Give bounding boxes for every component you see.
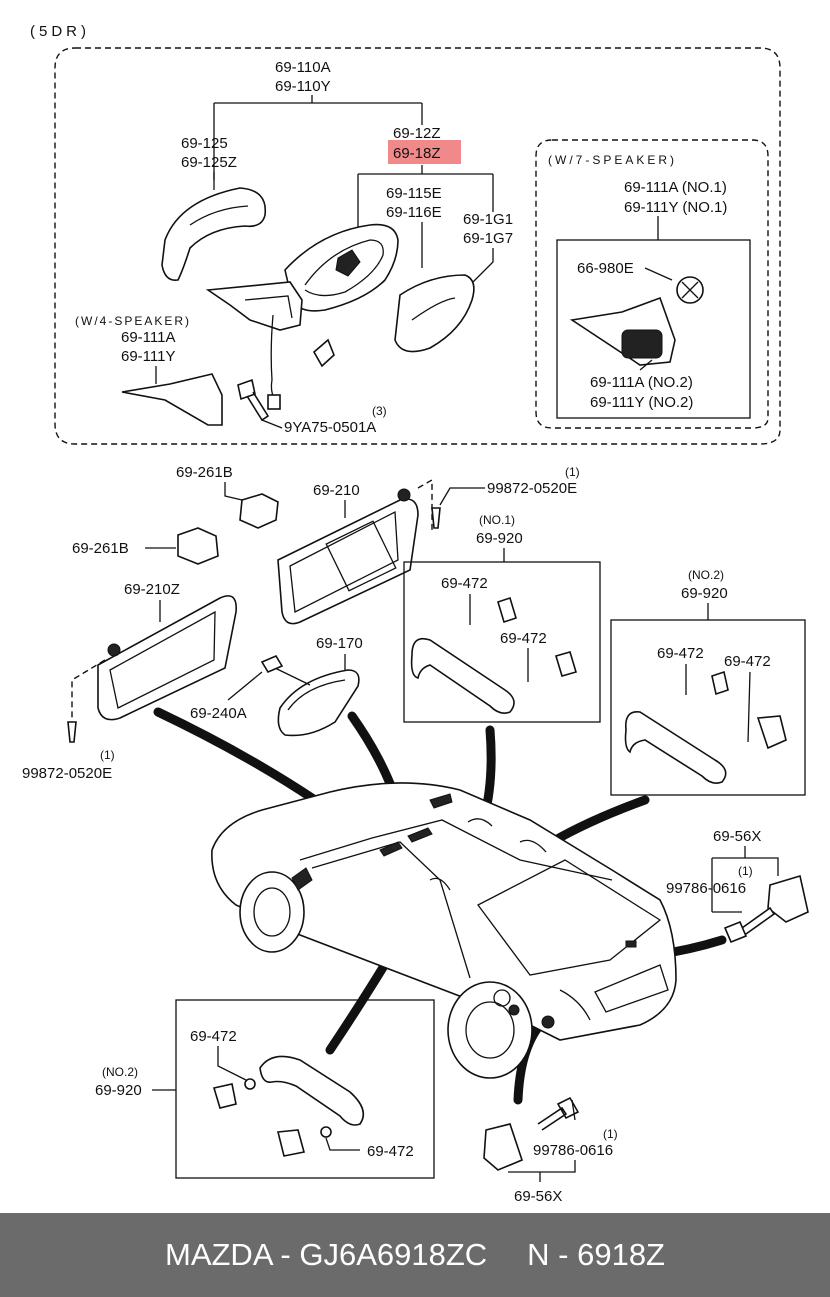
sun-visor-left	[97, 595, 237, 721]
speaker-grille	[621, 329, 663, 359]
label-69-472-c: 69-472	[657, 645, 704, 662]
label-w4-speaker: (W/4-SPEAKER)	[75, 314, 191, 328]
handle-box-no2-left	[175, 999, 435, 1179]
label-66-980E: 66-980E	[577, 260, 634, 277]
highlight-69-18Z	[388, 140, 461, 164]
label-69-125: 69-125	[181, 135, 228, 152]
mirror-base	[205, 281, 303, 331]
label-99786-0616-a: 99786-0616	[666, 880, 746, 897]
label-69-472-f: 69-472	[367, 1143, 414, 1160]
door-trim-4sp	[121, 373, 223, 426]
label-69-1G7: 69-1G7	[463, 230, 513, 247]
label-no2-a: (NO.2)	[688, 568, 724, 582]
label-69-920-a: 69-920	[476, 530, 523, 547]
assist-handle-no2-right	[624, 711, 727, 784]
part-number-footer: MAZDA - GJ6A6918ZC N - 6918Z	[0, 1213, 830, 1297]
bolt-bottom	[537, 1096, 580, 1131]
mirror-cover	[161, 187, 267, 282]
label-9YA75-qty: (3)	[372, 404, 387, 418]
label-69-125Z: 69-125Z	[181, 154, 237, 171]
label-69-210Z: 69-210Z	[124, 581, 180, 598]
label-69-240A: 69-240A	[190, 705, 247, 722]
assist-handle-no1	[410, 637, 515, 714]
label-w7-speaker: (W/7-SPEAKER)	[548, 153, 677, 167]
parts-diagram: (5DR) 69-110A 69-110Y 69-125 69-125Z 69-…	[22, 23, 809, 1205]
label-99872-0520E-b: 99872-0520E	[22, 765, 112, 782]
label-99872-qty-b: (1)	[100, 748, 115, 762]
label-69-1G1: 69-1G1	[463, 211, 513, 228]
screw-a	[431, 507, 441, 529]
leader-1g1	[469, 248, 494, 286]
bracket-110	[213, 95, 423, 180]
label-69-110A: 69-110A	[275, 59, 331, 76]
label-69-210: 69-210	[313, 482, 360, 499]
label-69-261B-b: 69-261B	[72, 540, 129, 557]
visor-holder-b	[177, 527, 219, 565]
label-99786-qty-b: (1)	[603, 1127, 618, 1141]
vehicle-outline	[211, 782, 677, 1079]
label-69-111A-no1: 69-111A (NO.1)	[624, 179, 727, 196]
label-69-111A-4sp: 69-111A	[121, 329, 176, 346]
label-69-920-b: 69-920	[681, 585, 728, 602]
assist-handle-no2-left	[259, 1055, 365, 1126]
screw-b	[67, 721, 77, 743]
rearview-mirror	[277, 669, 360, 737]
label-99872-qty-a: (1)	[565, 465, 580, 479]
label-99872-0520E-a: 99872-0520E	[487, 480, 577, 497]
label-69-110Y: 69-110Y	[275, 78, 331, 95]
pointer-handle-no2-right	[547, 795, 650, 847]
label-no1: (NO.1)	[479, 513, 515, 527]
label-69-920-c: 69-920	[95, 1082, 142, 1099]
label-69-56X-qty-a: (1)	[738, 864, 753, 878]
label-69-472-a: 69-472	[441, 575, 488, 592]
label-69-12Z: 69-12Z	[393, 125, 441, 142]
label-69-111Y-no2: 69-111Y (NO.2)	[590, 394, 693, 411]
short-part-code: N - 6918Z	[527, 1237, 665, 1272]
brand-part-number: MAZDA - GJ6A6918ZC	[165, 1237, 488, 1272]
label-69-261B-a: 69-261B	[176, 464, 233, 481]
label-69-472-b: 69-472	[500, 630, 547, 647]
variant-label: (5DR)	[30, 23, 90, 40]
hook-bracket-right	[767, 874, 809, 923]
label-69-56X-b: 69-56X	[514, 1188, 562, 1205]
handle-box-no1	[403, 561, 601, 723]
label-69-111A-no2: 69-111A (NO.2)	[590, 374, 693, 391]
bolt-9ya75	[237, 378, 270, 422]
label-69-111Y-4sp: 69-111Y	[121, 348, 176, 365]
label-no2-b: (NO.2)	[102, 1065, 138, 1079]
visor-holder-a	[239, 493, 279, 529]
label-69-56X-a: 69-56X	[713, 828, 761, 845]
label-69-111Y-no1: 69-111Y (NO.1)	[624, 199, 727, 216]
label-69-170: 69-170	[316, 635, 363, 652]
label-69-115E: 69-115E	[386, 185, 442, 202]
w7-inner-box	[556, 239, 751, 419]
label-69-472-d: 69-472	[724, 653, 771, 670]
label-99786-0616-b: 99786-0616	[533, 1142, 613, 1159]
bracket-18z	[357, 165, 494, 232]
label-69-472-e: 69-472	[190, 1028, 237, 1045]
label-69-18Z: 69-18Z	[393, 145, 441, 162]
mirror-glass	[394, 274, 475, 353]
label-9YA75-0501A: 9YA75-0501A	[284, 419, 376, 436]
hook-bracket-bottom	[483, 1123, 523, 1171]
label-69-116E: 69-116E	[386, 204, 442, 221]
bolt-right	[723, 906, 776, 944]
handle-box-no2-right	[610, 619, 806, 796]
